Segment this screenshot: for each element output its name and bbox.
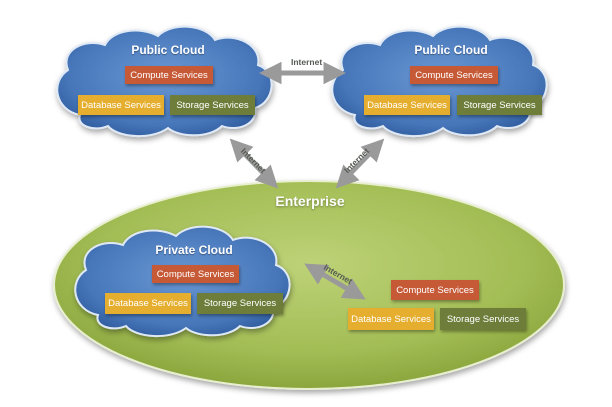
enterprise-title: Enterprise (275, 193, 345, 209)
public-cloud-right-storage-box: Storage Services (457, 95, 542, 115)
public-cloud-left-database-box: Database Services (78, 95, 164, 115)
private-cloud-storage-box: Storage Services (197, 293, 283, 314)
enterprise-compute-box: Compute Services (391, 280, 479, 300)
private-cloud-title: Private Cloud (155, 243, 233, 257)
arrow-internet-right (335, 138, 385, 189)
public-cloud-left-storage-box: Storage Services (170, 95, 255, 115)
enterprise-database-box: Database Services (348, 308, 434, 330)
arrow-internet-left (229, 138, 279, 189)
public-cloud-right-database-box: Database Services (364, 95, 450, 115)
enterprise-storage-box: Storage Services (440, 308, 526, 330)
private-cloud-compute-box: Compute Services (152, 265, 239, 283)
arrow-internet-private (304, 263, 366, 300)
public-cloud-left-compute-box: Compute Services (125, 66, 213, 84)
private-cloud-database-box: Database Services (105, 293, 191, 314)
internet-label-top: Internet (291, 57, 323, 67)
public-cloud-right-compute-box: Compute Services (410, 66, 498, 84)
public-cloud-right-title: Public Cloud (414, 43, 488, 57)
public-cloud-left-title: Public Cloud (131, 43, 205, 57)
